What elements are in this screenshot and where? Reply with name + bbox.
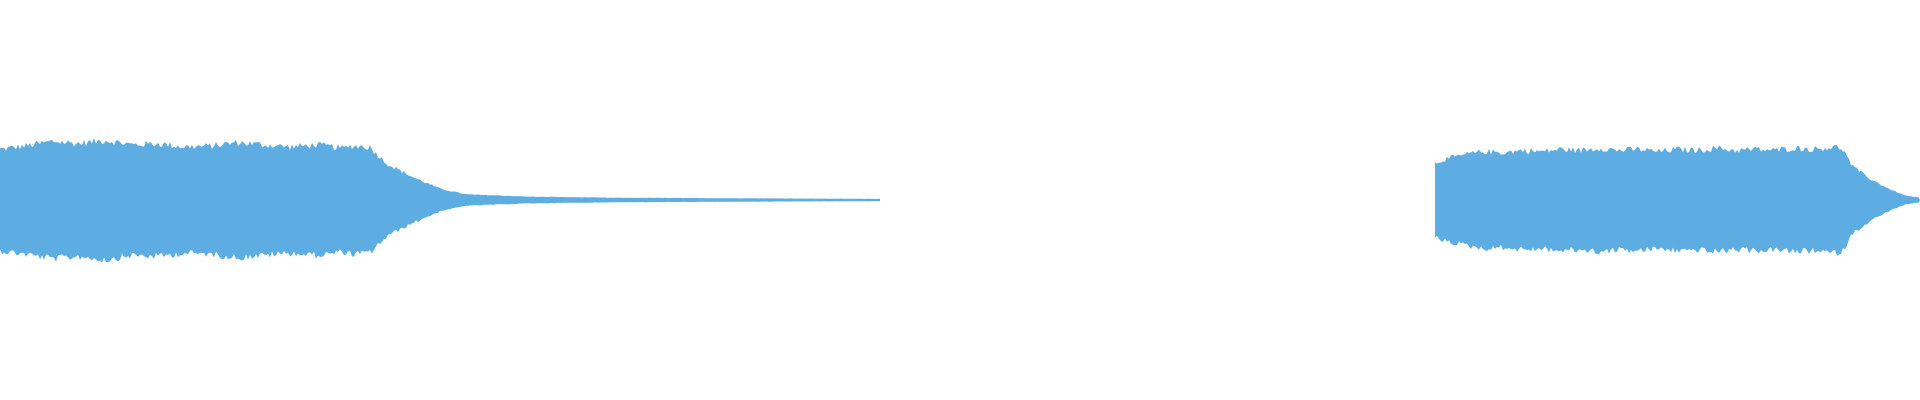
waveform-segment-1 [0,138,880,263]
waveform-segment-2 [1435,144,1920,256]
